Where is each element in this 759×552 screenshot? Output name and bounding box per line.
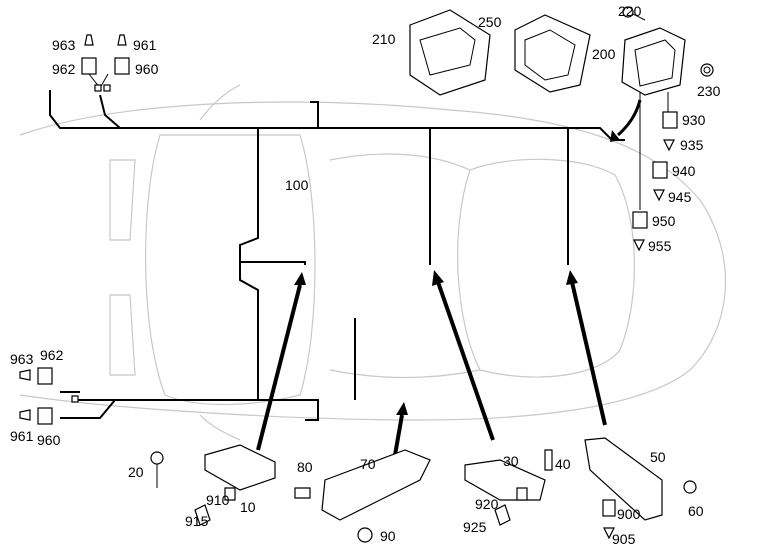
- connectors-960-963-top: [81, 34, 130, 92]
- label-950: 950: [652, 213, 676, 229]
- label-930: 930: [682, 112, 706, 128]
- label-50: 50: [650, 449, 666, 465]
- connectors-930-955: [632, 111, 678, 252]
- label-30: 30: [503, 453, 519, 469]
- label-920: 920: [475, 496, 499, 512]
- brackets-bottom: [150, 437, 697, 543]
- label-250: 250: [478, 14, 502, 30]
- label-940: 940: [672, 163, 696, 179]
- harness-100: [49, 90, 625, 421]
- car-outline: [19, 84, 726, 441]
- label-10: 10: [240, 499, 256, 515]
- label-40: 40: [555, 456, 571, 472]
- label-210: 210: [372, 31, 396, 47]
- label-60: 60: [688, 503, 704, 519]
- label-905: 905: [612, 531, 636, 547]
- label-200: 200: [592, 46, 616, 62]
- label-100: 100: [285, 177, 309, 193]
- label-925: 925: [463, 519, 487, 535]
- pointer-arrows: [256, 99, 642, 456]
- label-915: 915: [185, 513, 209, 529]
- label-20: 20: [128, 464, 144, 480]
- label-955: 955: [648, 238, 672, 254]
- label-961: 961: [133, 37, 157, 53]
- label-963: 963: [52, 37, 76, 53]
- label-910: 910: [206, 492, 230, 508]
- label-220: 220: [618, 3, 642, 19]
- label-962: 962: [52, 61, 76, 77]
- control-modules: [409, 6, 714, 210]
- part-number-labels: 963 961 962 960 210 250 220 200 230 930 …: [10, 3, 721, 547]
- label-960-left: 960: [37, 432, 61, 448]
- connectors-960-963-left: [19, 367, 79, 425]
- label-900: 900: [617, 506, 641, 522]
- label-945: 945: [668, 189, 692, 205]
- label-935: 935: [680, 137, 704, 153]
- label-70: 70: [360, 456, 376, 472]
- label-90: 90: [380, 528, 396, 544]
- label-961-left: 961: [10, 428, 34, 444]
- label-963-left: 963: [10, 351, 34, 367]
- label-962-left: 962: [40, 347, 64, 363]
- label-80: 80: [297, 459, 313, 475]
- label-960: 960: [135, 61, 159, 77]
- label-230: 230: [697, 83, 721, 99]
